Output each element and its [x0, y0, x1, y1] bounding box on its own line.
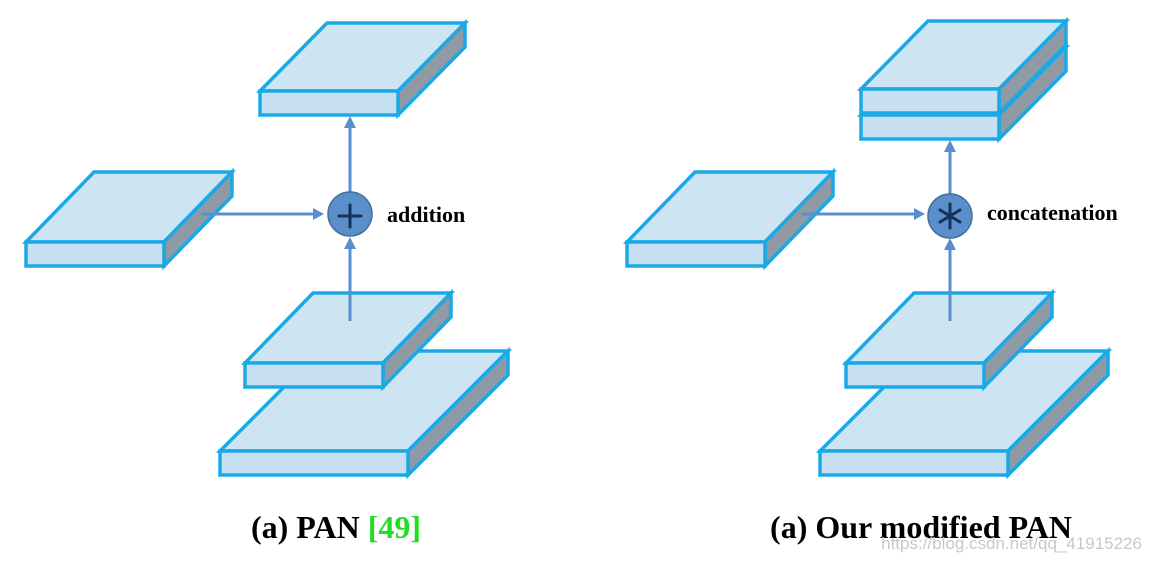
arrow-to-top	[344, 116, 356, 194]
arrow-from-bottom	[944, 238, 956, 321]
operation-label-addition: addition	[387, 202, 465, 227]
operation-label-concatenation: concatenation	[987, 200, 1118, 225]
right-panel: concatenation (a) Our modified PAN	[625, 19, 1118, 545]
watermark-text: https://blog.csdn.net/qq_41915226	[881, 534, 1142, 553]
lateral-feature-map	[24, 170, 234, 268]
caption-right: (a) Our modified PAN	[770, 509, 1072, 545]
caption-left: (a) PAN [49]	[251, 509, 421, 545]
asterisk-icon	[927, 193, 973, 239]
arrow-from-bottom	[344, 237, 356, 321]
left-panel: addition (a) PAN [49]	[24, 21, 510, 545]
output-feature-map	[258, 21, 467, 117]
citation-link[interactable]: [49]	[368, 509, 421, 545]
arrow-to-top	[944, 140, 956, 194]
arrow-lateral	[801, 208, 925, 220]
arrow-lateral	[201, 208, 324, 220]
plus-icon	[327, 191, 373, 237]
lateral-feature-map	[625, 170, 835, 268]
